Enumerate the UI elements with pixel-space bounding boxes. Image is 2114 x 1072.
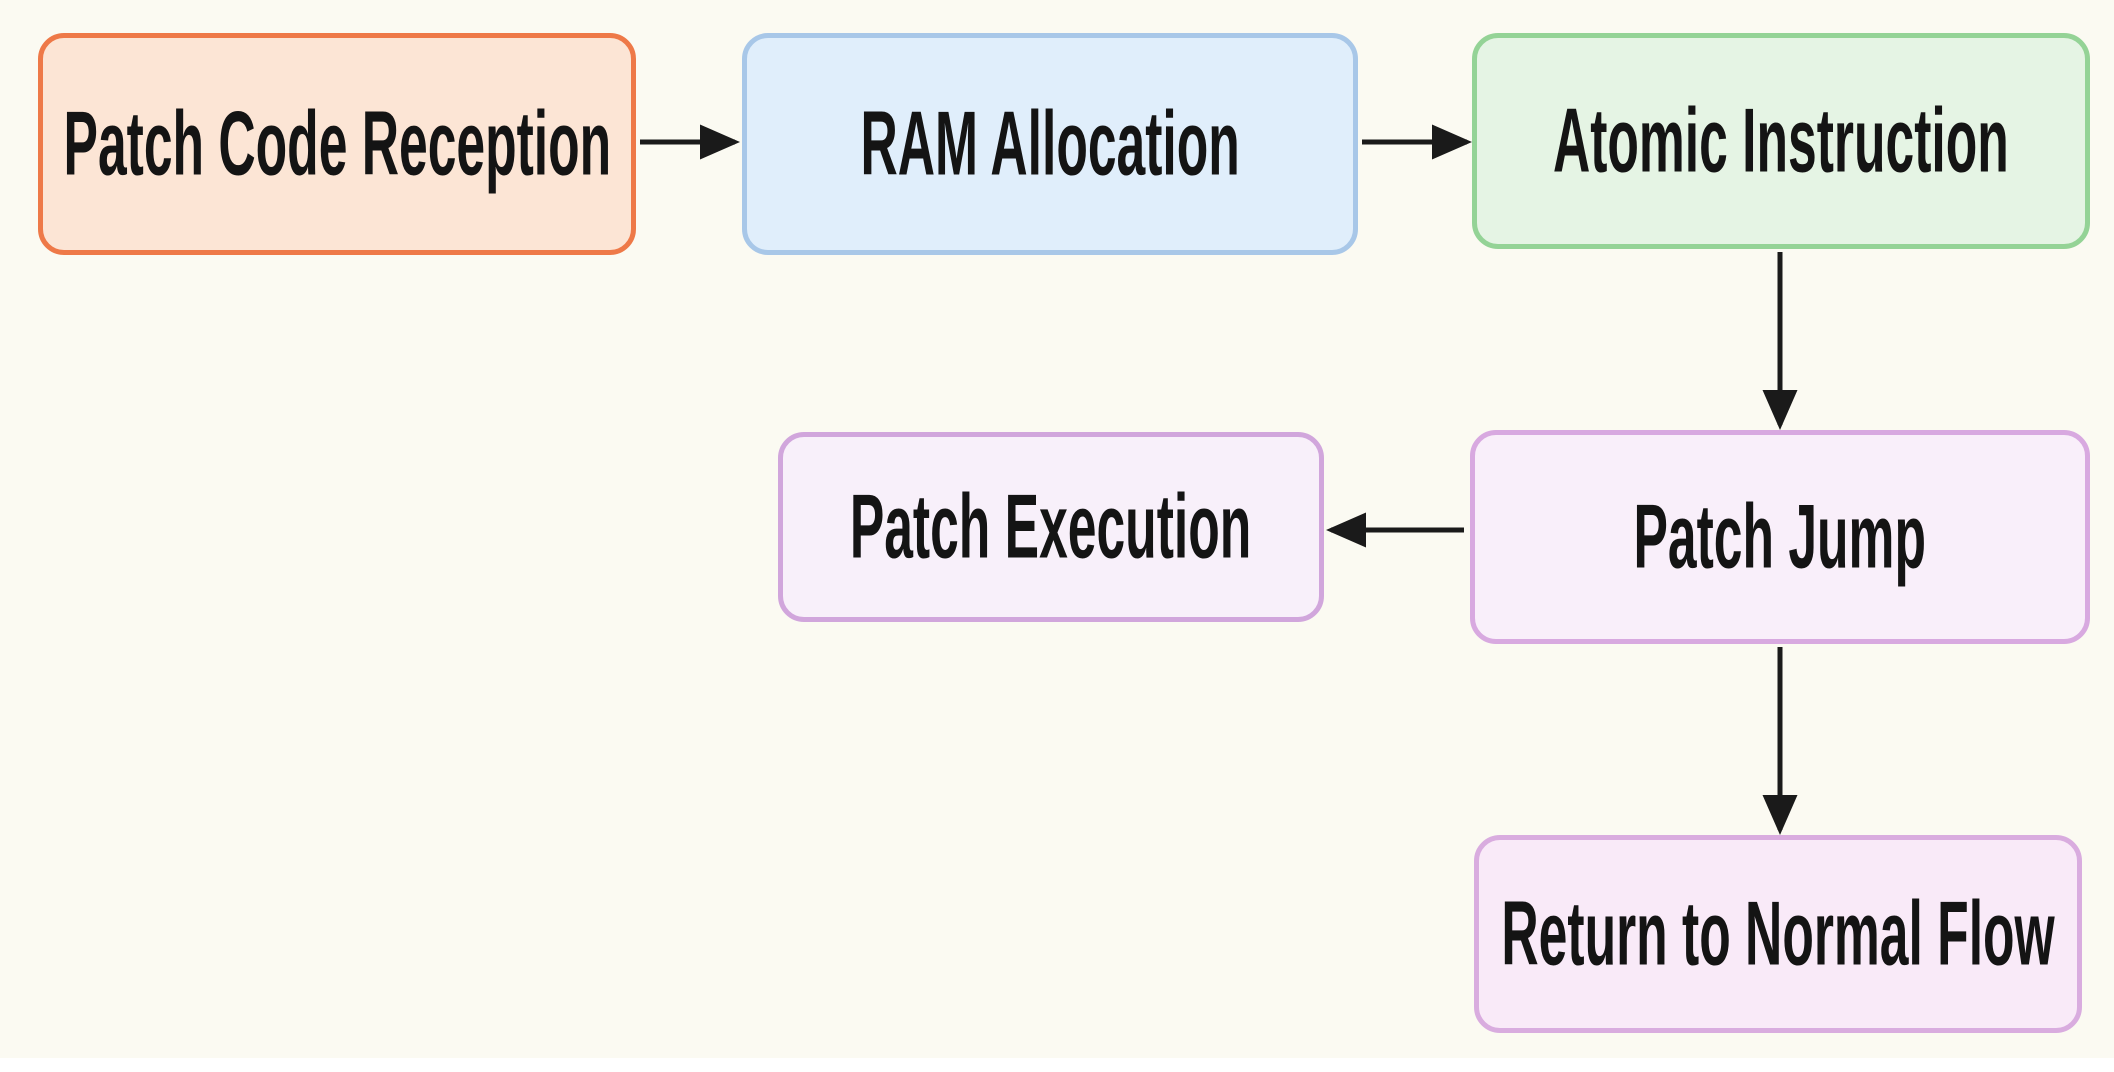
node-patch-execution-label: Patch Execution	[850, 476, 1252, 578]
node-ram-allocation-label: RAM Allocation	[860, 93, 1240, 195]
node-patch-code-reception: Patch Code Reception	[38, 33, 636, 255]
node-atomic-instruction: Atomic Instruction	[1472, 33, 2090, 249]
node-patch-execution: Patch Execution	[778, 432, 1324, 622]
bottom-margin-strip	[0, 1058, 2114, 1072]
node-atomic-instruction-label: Atomic Instruction	[1553, 90, 2009, 192]
node-patch-jump-label: Patch Jump	[1633, 486, 1927, 588]
node-patch-code-reception-label: Patch Code Reception	[63, 93, 611, 195]
node-patch-jump: Patch Jump	[1470, 430, 2090, 644]
node-return-to-normal-flow-label: Return to Normal Flow	[1501, 883, 2055, 985]
node-ram-allocation: RAM Allocation	[742, 33, 1358, 255]
node-return-to-normal-flow: Return to Normal Flow	[1474, 835, 2082, 1033]
